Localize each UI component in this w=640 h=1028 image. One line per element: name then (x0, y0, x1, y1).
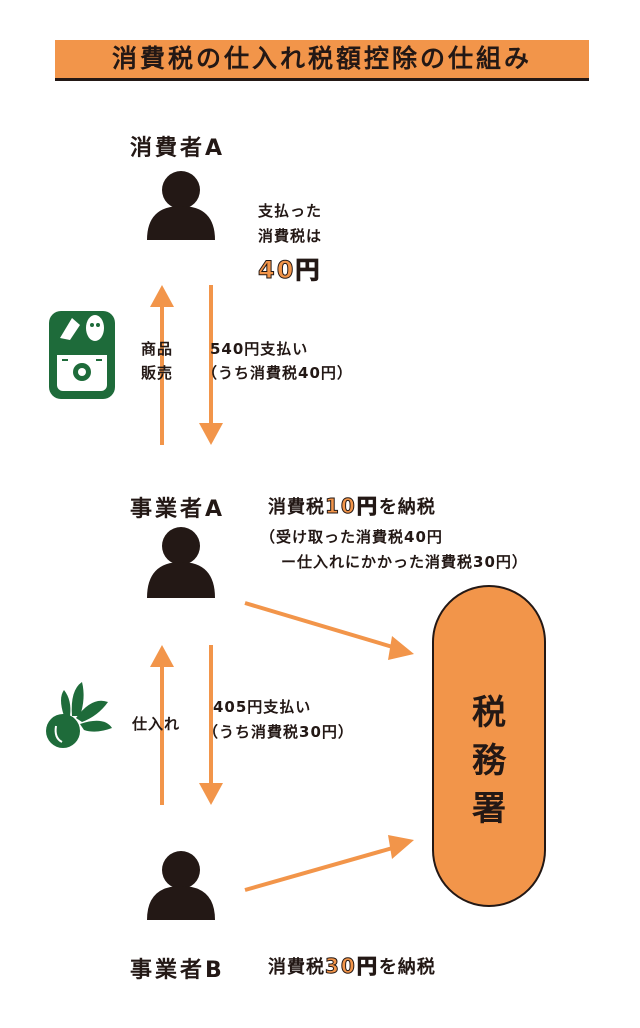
purchase-label: 仕入れ (132, 715, 181, 733)
radish-icon (46, 682, 112, 748)
payment-b-line1: 405円支払い (213, 698, 312, 716)
shop-register-icon (49, 311, 115, 399)
payment-b-line2: （うち消費税30円） (203, 723, 354, 741)
consumer-a-label: 消費者A (130, 136, 226, 161)
business-b-label: 事業者B (130, 958, 225, 983)
business-b-tax-prefix: 消費税 (268, 957, 325, 978)
consumer-a-note-line1: 支払った (258, 202, 323, 220)
business-b-tax-suffix: を納税 (378, 957, 436, 978)
arrow-right-icon (244, 601, 414, 660)
business-b-tax-statement: 消費税30円を納税 (268, 950, 436, 979)
business-a-calc-line1: （受け取った消費税40円 (260, 528, 443, 546)
goods-label-line1: 商品 (141, 340, 174, 358)
business-b-tax-amount: 30円 (325, 954, 379, 979)
business-a-calc-line2: ー仕入れにかかった消費税30円） (281, 553, 528, 571)
business-a-label: 事業者A (130, 497, 226, 522)
arrow-up-icon (150, 285, 174, 445)
diagram-title: 消費税の仕入れ税額控除の仕組み (55, 40, 589, 81)
consumer-a-person-icon (147, 171, 215, 240)
arrow-right-icon (244, 835, 414, 892)
tax-office-char-2: 務 (472, 741, 506, 781)
business-a-tax-amount: 10円 (325, 494, 379, 519)
business-a-tax-suffix: を納税 (378, 497, 436, 518)
business-a-tax-statement: 消費税10円を納税 (268, 490, 436, 519)
goods-label-line2: 販売 (141, 364, 174, 382)
payment-a-line2: （うち消費税40円） (202, 364, 353, 382)
tax-office-char-1: 税 (472, 693, 506, 733)
arrow-down-icon (199, 285, 223, 445)
business-a-tax-prefix: 消費税 (268, 497, 325, 518)
payment-a-line1: 540円支払い (210, 340, 309, 358)
business-a-person-icon (147, 527, 215, 598)
consumer-a-tax-amount: 40円 (257, 256, 322, 285)
consumer-a-note-line2: 消費税は (258, 227, 323, 245)
business-b-person-icon (147, 851, 215, 920)
arrow-up-icon (150, 645, 174, 805)
tax-office-char-3: 署 (472, 789, 506, 829)
tax-office-box: 税 務 署 (432, 585, 546, 907)
arrow-down-icon (199, 645, 223, 805)
